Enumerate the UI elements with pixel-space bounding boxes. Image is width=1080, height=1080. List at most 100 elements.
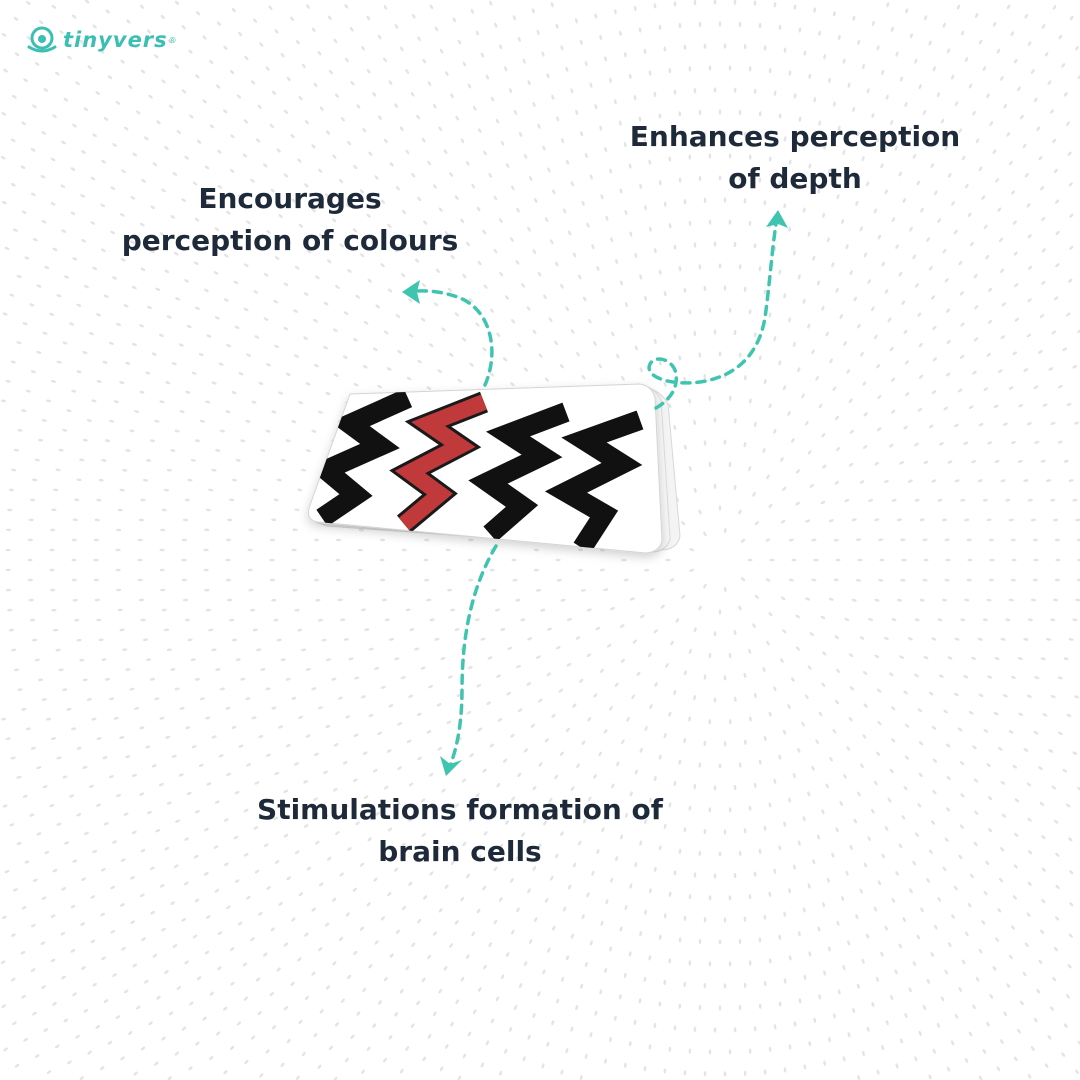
background-dot xyxy=(988,287,993,292)
background-dot xyxy=(663,201,667,207)
background-dot xyxy=(367,837,372,842)
background-dot xyxy=(285,677,291,681)
background-dot xyxy=(294,508,300,512)
background-dot xyxy=(387,223,392,228)
background-dot xyxy=(559,364,564,369)
background-dot xyxy=(269,538,276,542)
background-dot xyxy=(841,219,845,224)
background-dot xyxy=(323,814,329,819)
background-dot xyxy=(560,831,564,837)
background-dot xyxy=(1068,638,1074,641)
background-dot xyxy=(292,528,298,532)
background-dot xyxy=(1051,785,1057,790)
background-dot xyxy=(1023,479,1029,483)
background-dot xyxy=(945,372,951,377)
background-dot xyxy=(718,851,722,857)
background-dot xyxy=(923,558,929,562)
background-dot xyxy=(738,352,742,358)
background-dot xyxy=(433,931,437,936)
background-dot xyxy=(1055,199,1060,204)
background-dot xyxy=(347,847,352,852)
background-dot xyxy=(815,739,819,745)
background-dot xyxy=(441,327,446,332)
background-dot xyxy=(619,280,624,286)
background-dot xyxy=(621,739,625,745)
background-dot xyxy=(898,843,903,849)
background-dot xyxy=(861,958,865,964)
background-dot xyxy=(397,722,402,726)
background-dot xyxy=(954,637,960,641)
background-dot xyxy=(373,877,378,882)
background-dot xyxy=(987,796,993,801)
background-dot xyxy=(863,703,868,708)
background-dot xyxy=(570,181,574,187)
background-dot xyxy=(964,598,970,602)
background-dot xyxy=(653,776,657,782)
background-dot xyxy=(443,966,448,971)
background-dot xyxy=(462,273,467,279)
background-dot xyxy=(713,417,717,423)
background-dot xyxy=(748,466,752,472)
background-dot xyxy=(763,379,767,385)
background-dot xyxy=(738,762,742,768)
background-dot xyxy=(1002,694,1008,698)
background-dot xyxy=(708,652,712,659)
background-dot xyxy=(379,558,385,562)
background-dot xyxy=(698,264,702,270)
background-dot xyxy=(521,283,525,288)
background-dot xyxy=(807,323,811,329)
background-dot xyxy=(898,171,902,177)
background-dot xyxy=(703,440,707,446)
background-dot xyxy=(1024,173,1029,178)
background-dot xyxy=(728,307,732,313)
background-dot xyxy=(920,907,924,913)
background-dot xyxy=(977,479,983,483)
background-dot xyxy=(788,797,792,803)
background-dot xyxy=(438,908,443,913)
background-dot xyxy=(944,145,948,151)
background-dot xyxy=(366,902,371,907)
background-dot xyxy=(225,578,231,582)
background-dot xyxy=(620,658,625,663)
background-dot xyxy=(383,330,389,335)
background-dot xyxy=(753,88,757,94)
background-dot xyxy=(918,343,923,348)
background-dot xyxy=(718,1005,722,1011)
background-dot xyxy=(891,377,896,382)
background-dot xyxy=(953,229,958,235)
background-dot xyxy=(537,991,541,997)
background-dot xyxy=(871,808,875,814)
background-dot xyxy=(783,821,787,827)
background-dot xyxy=(460,218,465,224)
background-dot xyxy=(848,398,853,403)
background-dot xyxy=(628,1041,632,1047)
background-dot xyxy=(511,929,515,935)
background-dot xyxy=(728,219,732,225)
background-dot xyxy=(1026,912,1031,917)
background-dot xyxy=(884,925,888,931)
background-dot xyxy=(983,224,988,230)
background-dot xyxy=(527,637,533,641)
background-dot xyxy=(535,655,541,659)
background-dot xyxy=(678,759,682,765)
background-dot xyxy=(1072,365,1078,369)
background-dot xyxy=(842,965,846,971)
background-dot xyxy=(561,138,565,144)
background-dot xyxy=(889,443,894,448)
background-dot xyxy=(544,898,549,903)
background-dot xyxy=(619,624,625,628)
background-dot xyxy=(305,449,311,453)
background-dot xyxy=(593,693,598,698)
background-dot xyxy=(668,958,672,964)
background-dot xyxy=(528,939,533,944)
background-dot xyxy=(629,883,633,889)
background-dot xyxy=(728,652,732,659)
background-dot xyxy=(588,796,592,802)
background-dot xyxy=(782,729,787,735)
background-dot xyxy=(919,518,925,522)
background-dot xyxy=(857,791,861,797)
background-dot xyxy=(974,305,979,310)
background-dot xyxy=(387,892,392,897)
background-dot xyxy=(985,860,990,866)
background-dot xyxy=(372,347,378,352)
